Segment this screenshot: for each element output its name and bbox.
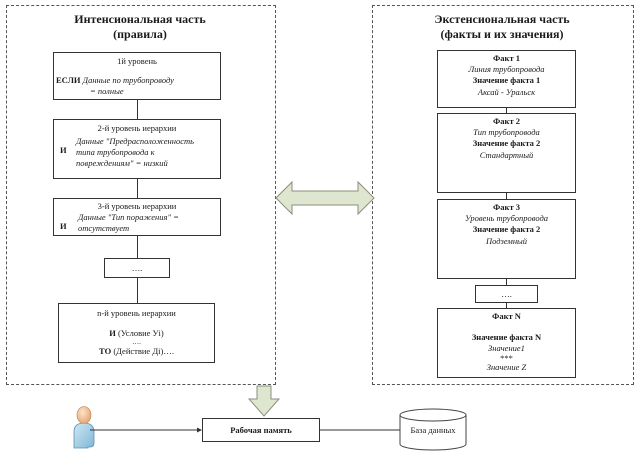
down-arrow-icon [247, 385, 281, 417]
connector-line [506, 108, 507, 113]
fact-value-label: Значение факта 2 [472, 224, 541, 234]
connector-line [137, 236, 138, 258]
fact-value: Стандартный [479, 150, 534, 160]
fact-value: Подземный [485, 236, 528, 246]
fact-n-stars: *** [500, 353, 513, 363]
intensional-title-line1: Интенсиональная часть [74, 12, 206, 26]
intensional-panel [6, 5, 276, 385]
fact-value-label: Значение факта 2 [472, 138, 541, 148]
level-n-header: n-й уровень иерархии [97, 308, 176, 318]
intensional-title: Интенсиональная часть (правила) [30, 12, 250, 42]
fact-box: Факт 1 Линия трубопровода Значение факта… [437, 50, 576, 108]
level-n-and-keyword: И [109, 328, 116, 338]
intensional-title-line2: (правила) [113, 27, 167, 41]
extensional-title: Экстенсиональная часть (факты и их значе… [392, 12, 612, 42]
connector-line [137, 100, 138, 119]
rule-level-1-box: 1й уровень ЕСЛИ Данные по трубопроводу =… [53, 52, 221, 100]
fact-name: Линия трубопровода [468, 64, 545, 74]
rule-ellipsis: …. [131, 263, 143, 273]
working-memory-label: Рабочая память [230, 425, 292, 435]
working-memory-box: Рабочая память [202, 418, 320, 442]
fact-ellipsis: …. [501, 289, 512, 299]
fact-box: Факт 2 Тип трубопровода Значение факта 2… [437, 113, 576, 193]
level-n-then-keyword: ТО [99, 346, 112, 356]
rule-level-n-box: n-й уровень иерархии И (Условие Уi) …. Т… [58, 303, 215, 363]
fact-n-value1: Значение1 [488, 343, 525, 353]
extensional-panel [372, 5, 634, 385]
level-2-condition-line3: повреждениям" = низкий [76, 158, 168, 168]
rule-ellipsis-box: …. [104, 258, 170, 278]
rule-level-3-box: 3-й уровень иерархии И Данные "Тип пораж… [53, 198, 221, 236]
user-icon [73, 406, 95, 449]
level-1-condition-value: = полные [90, 86, 124, 96]
level-1-header: 1й уровень [117, 56, 157, 66]
fact-ellipsis-box: …. [475, 285, 538, 303]
level-3-condition-line2: отсутствует [78, 223, 130, 233]
database-icon [399, 408, 467, 451]
connector-line [506, 303, 507, 308]
fact-value-label: Значение факта 1 [472, 75, 541, 85]
fact-n-box: Факт N Значение факта N Значение1 *** Зн… [437, 308, 576, 378]
fact-box: Факт 3 Уровень трубопровода Значение фак… [437, 199, 576, 279]
fact-n-value-label: Значение факта N [471, 332, 542, 342]
bidirectional-arrow-icon [275, 180, 375, 216]
level-3-condition-line1: Данные "Тип поражения" = [78, 212, 179, 222]
fact-n-title: Факт N [492, 311, 521, 321]
connector-line [506, 193, 507, 199]
connector-line [137, 278, 138, 303]
fact-name: Тип трубопровода [473, 127, 540, 137]
level-n-then-text: (Действие Дi)…. [113, 346, 174, 356]
level-3-keyword: И [60, 221, 67, 231]
level-3-header: 3-й уровень иерархии [97, 201, 177, 211]
fact-title: Факт 3 [493, 202, 520, 212]
level-2-header: 2-й уровень иерархии [97, 123, 177, 133]
connector-line [506, 279, 507, 285]
extensional-title-line2: (факты и их значения) [440, 27, 564, 41]
extensional-title-line1: Экстенсиональная часть [434, 12, 570, 26]
level-n-dots: …. [132, 338, 141, 346]
level-2-keyword: И [60, 145, 67, 155]
fact-name: Уровень трубопровода [464, 213, 549, 223]
level-1-condition: Данные по трубопроводу [82, 75, 174, 85]
level-1-keyword: ЕСЛИ [56, 75, 81, 85]
fact-n-valuez: Значение Z [486, 362, 527, 372]
level-2-condition-line1: Данные "Предрасположенность [76, 136, 195, 146]
fact-title: Факт 1 [493, 53, 520, 63]
fact-value: Аксай - Уральск [477, 87, 536, 97]
fact-title: Факт 2 [493, 116, 520, 126]
level-2-condition-line2: типа трубопровода к [76, 147, 155, 157]
level-n-and-text: (Условие Уi) [117, 328, 164, 338]
database-label: База данных [410, 425, 456, 435]
rule-level-2-box: 2-й уровень иерархии И Данные "Предраспо… [53, 119, 221, 179]
connector-line [137, 179, 138, 198]
